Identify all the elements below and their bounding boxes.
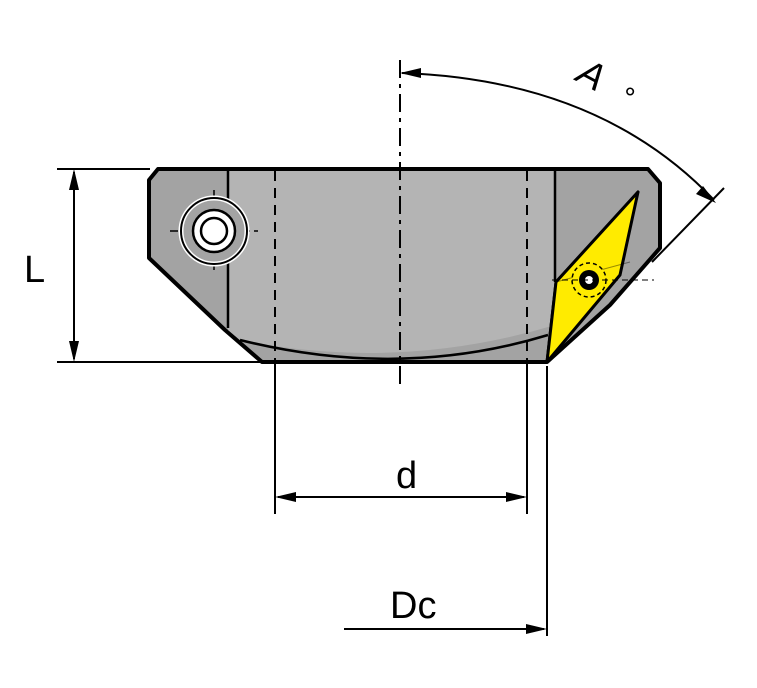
insert-icon [545, 190, 654, 364]
label-degree: ∘ [622, 76, 638, 106]
label-Dc: Dc [390, 585, 436, 627]
cutter-body [147, 167, 662, 364]
dimension-Dc [344, 366, 548, 636]
label-d: d [396, 455, 417, 497]
dimension-d [274, 362, 528, 514]
dimension-L [57, 168, 262, 363]
label-L: L [24, 249, 45, 291]
clamp-screw-icon [170, 190, 258, 272]
label-angle: A [568, 50, 612, 100]
dimension-angle [400, 68, 725, 263]
bore-hidden-lines [274, 171, 528, 362]
